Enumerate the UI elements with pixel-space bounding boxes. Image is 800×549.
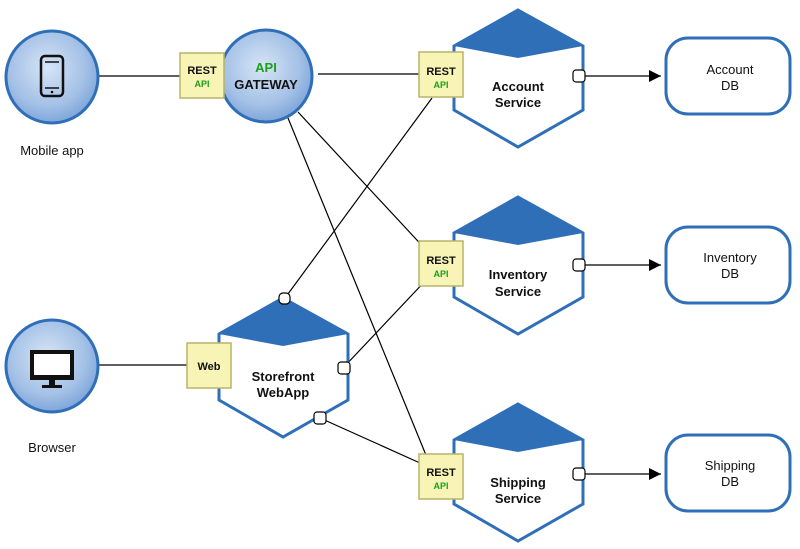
rest-label: REST xyxy=(187,65,217,77)
web-label: Web xyxy=(197,361,220,373)
rest-label: REST xyxy=(426,66,456,78)
line-storefront-inventory xyxy=(342,277,429,369)
gateway-line1: API xyxy=(255,60,277,75)
storefront-web-badge: Web xyxy=(186,342,232,389)
shipping-db-line1: Shipping xyxy=(705,458,756,473)
api-label: API xyxy=(194,79,209,89)
mobile-app-label: Mobile app xyxy=(20,143,84,158)
connectors xyxy=(98,70,661,480)
inventory-db: Inventory DB xyxy=(664,225,792,305)
shipping-service-line2: Service xyxy=(495,491,541,506)
inventory-service-line2: Service xyxy=(495,284,541,299)
storefront-port-right xyxy=(337,361,351,375)
storefront-port-bottom xyxy=(313,411,327,425)
browser-client xyxy=(4,318,100,414)
gateway-line2: GATEWAY xyxy=(234,77,298,92)
storefront-port-top xyxy=(278,292,291,305)
account-service-line1: Account xyxy=(492,79,545,94)
line-storefront-shipping xyxy=(319,417,421,464)
api-gateway: API GATEWAY xyxy=(218,28,314,124)
inventory-service: Inventory Service xyxy=(452,195,585,336)
inventory-db-line1: Inventory xyxy=(703,250,757,265)
rest-label: REST xyxy=(426,255,456,267)
inventory-port xyxy=(572,258,586,272)
account-db-line1: Account xyxy=(707,62,754,77)
account-service: Account Service xyxy=(452,8,585,149)
api-label: API xyxy=(433,481,448,491)
shipping-db: Shipping DB xyxy=(664,433,792,513)
line-gateway-shipping xyxy=(287,117,429,461)
storefront-line1: Storefront xyxy=(252,369,316,384)
browser-label: Browser xyxy=(28,440,76,455)
account-db: Account DB xyxy=(664,36,792,116)
line-gateway-inventory xyxy=(297,111,429,253)
account-service-line2: Service xyxy=(495,95,541,110)
inventory-db-line2: DB xyxy=(721,266,739,281)
line-storefront-account xyxy=(284,97,433,299)
inventory-rest-badge: REST API xyxy=(418,240,464,287)
account-port xyxy=(572,69,586,83)
monitor-icon xyxy=(30,350,74,388)
inventory-service-line1: Inventory xyxy=(489,267,548,282)
mobile-client xyxy=(4,29,100,125)
mobile-phone-icon xyxy=(39,54,65,98)
account-db-line2: DB xyxy=(721,78,739,93)
shipping-rest-badge: REST API xyxy=(418,453,464,500)
account-rest-badge: REST API xyxy=(418,51,464,98)
api-label: API xyxy=(433,269,448,279)
rest-label: REST xyxy=(426,467,456,479)
shipping-port xyxy=(572,467,586,481)
shipping-db-line2: DB xyxy=(721,474,739,489)
shipping-service: Shipping Service xyxy=(452,402,585,543)
shipping-service-line1: Shipping xyxy=(490,475,546,490)
storefront-webapp: Storefront WebApp xyxy=(217,296,350,439)
api-label: API xyxy=(433,80,448,90)
gateway-rest-badge: REST API xyxy=(179,52,225,99)
storefront-line2: WebApp xyxy=(257,385,310,400)
